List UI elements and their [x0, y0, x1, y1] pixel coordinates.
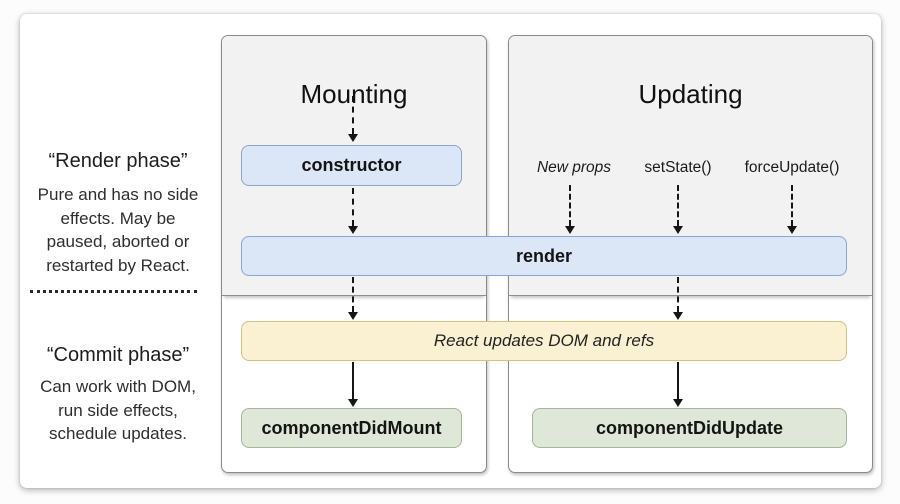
arrow-render-to-dom-update-mounting [348, 277, 358, 320]
new-props-label: New props [536, 159, 612, 176]
arrow-dom-update-to-did-update [673, 362, 683, 407]
set-state-label: setState() [644, 159, 712, 176]
commit-phase-title: “Commit phase” [46, 344, 190, 366]
commit-phase-description-line: Can work with DOM, [40, 377, 196, 396]
arrow-set-state-to-render [673, 185, 683, 234]
render-phase-title: “Render phase” [48, 150, 188, 172]
phase-divider [30, 290, 197, 293]
component-did-update-box: componentDidUpdate [532, 408, 847, 448]
commit-phase-description-line: schedule updates. [49, 424, 187, 443]
arrow-dom-update-to-did-mount [348, 362, 358, 407]
arrow-mounting-to-constructor [348, 96, 358, 142]
arrow-new-props-to-render [565, 185, 575, 234]
render-phase-description-line: paused, aborted or [46, 232, 190, 251]
arrow-force-update-to-render [787, 185, 797, 234]
render-phase-description: Pure and has no side effects. May be pau… [22, 183, 214, 277]
mounting-title: Mounting [300, 79, 408, 109]
arrow-constructor-to-render [348, 188, 358, 234]
render-phase-description-line: Pure and has no side [37, 185, 199, 204]
component-did-mount-box: componentDidMount [241, 408, 462, 448]
lifecycle-diagram-card: “Render phase” Pure and has no side effe… [20, 14, 881, 488]
commit-phase-description-line: run side effects, [58, 400, 178, 420]
dom-update-box: React updates DOM and refs [241, 321, 847, 361]
updating-title: Updating [638, 79, 743, 109]
render-phase-description-line: effects. May be [60, 208, 176, 228]
constructor-box: constructor [241, 145, 462, 186]
arrow-render-to-dom-update-updating [673, 277, 683, 320]
render-box: render [241, 236, 847, 276]
force-update-label: forceUpdate() [744, 159, 840, 176]
commit-phase-description: Can work with DOM, run side effects, sch… [22, 375, 214, 446]
render-phase-description-line: restarted by React. [46, 255, 190, 275]
